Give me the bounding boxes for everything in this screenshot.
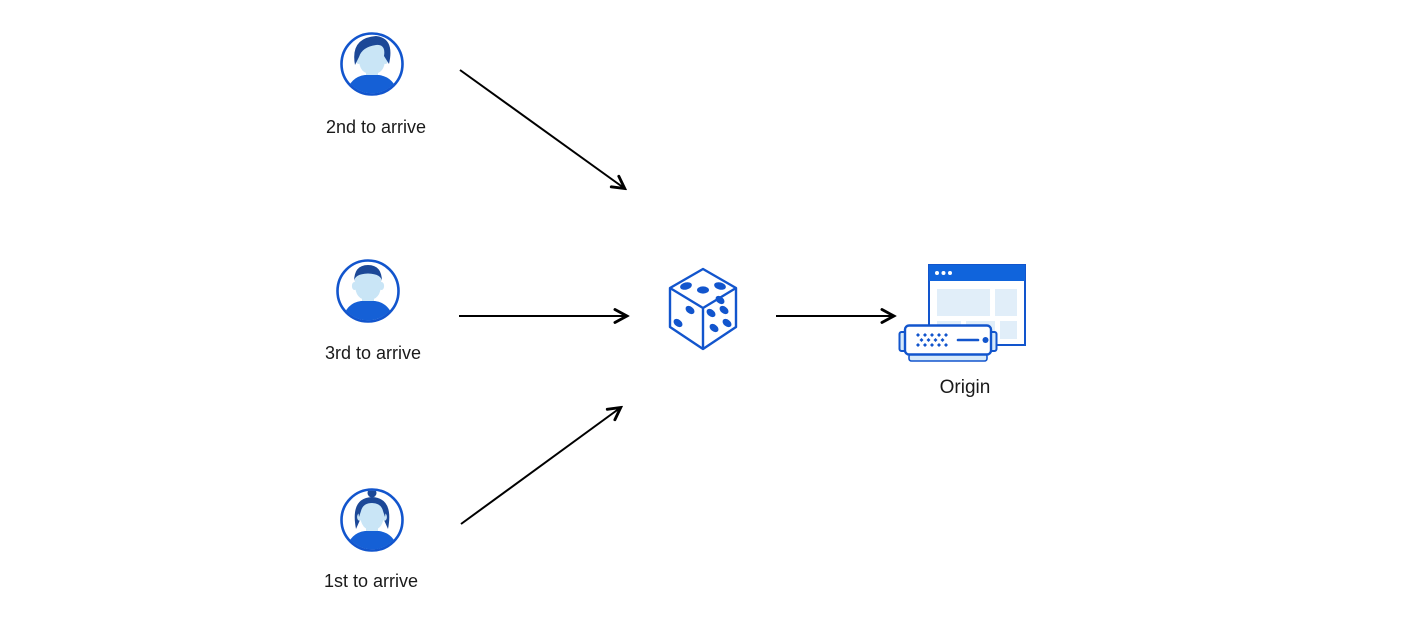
origin-label: Origin xyxy=(939,377,991,398)
male-avatar-icon xyxy=(340,32,404,96)
server-vent-pattern xyxy=(916,333,948,347)
male-avatar-icon xyxy=(336,259,400,323)
dice-icon xyxy=(668,267,738,351)
arrow-1st-to-dice xyxy=(460,408,620,525)
visitor-node-3rd: 3rd to arrive xyxy=(325,258,421,363)
arrow-2nd-to-dice xyxy=(459,69,624,188)
origin-node: Origin xyxy=(896,264,1028,404)
selector-node xyxy=(667,266,739,352)
visitor-label-2nd: 2nd to arrive xyxy=(325,117,427,137)
visitor-label-3rd: 3rd to arrive xyxy=(324,343,422,363)
visitor-node-2nd: 2nd to arrive xyxy=(326,31,426,137)
origin-server-icon xyxy=(898,324,998,362)
visitor-label-1st: 1st to arrive xyxy=(323,571,419,591)
female-avatar-icon xyxy=(340,488,404,552)
visitor-node-1st: 1st to arrive xyxy=(324,487,418,591)
